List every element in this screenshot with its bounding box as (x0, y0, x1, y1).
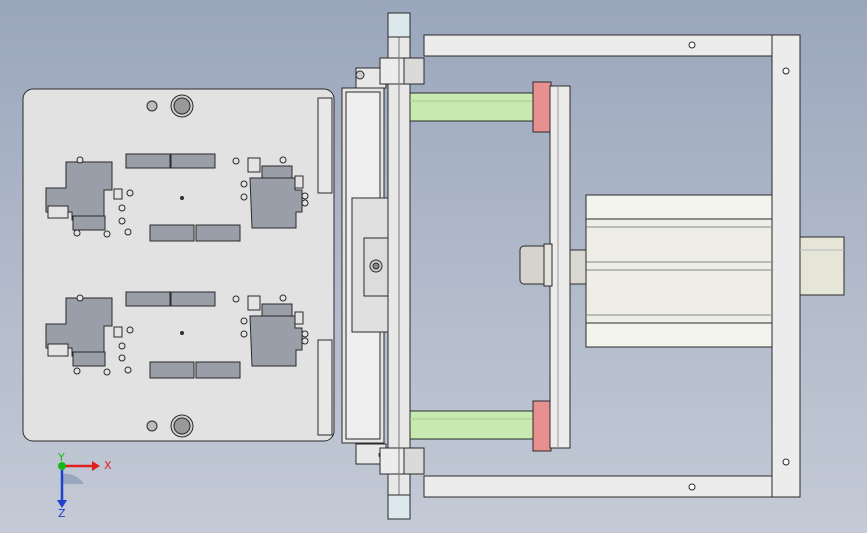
guide-rods (409, 92, 535, 440)
fixture-plate (22, 88, 335, 442)
mounting-block (341, 67, 389, 465)
z-axis-label: Z (58, 507, 66, 520)
base-plate (379, 12, 425, 520)
rod-collars (532, 81, 552, 452)
air-cylinder (519, 194, 845, 348)
x-axis-label: X (104, 459, 112, 472)
y-axis-label: Y (58, 451, 65, 464)
coordinate-triad: X Y Z (40, 452, 120, 522)
upper-cavity-pockets (45, 153, 309, 242)
moving-plate (549, 85, 571, 449)
lower-cavity-pockets (45, 291, 309, 379)
y-axis-dot (58, 462, 66, 470)
rear-frame (423, 34, 801, 498)
